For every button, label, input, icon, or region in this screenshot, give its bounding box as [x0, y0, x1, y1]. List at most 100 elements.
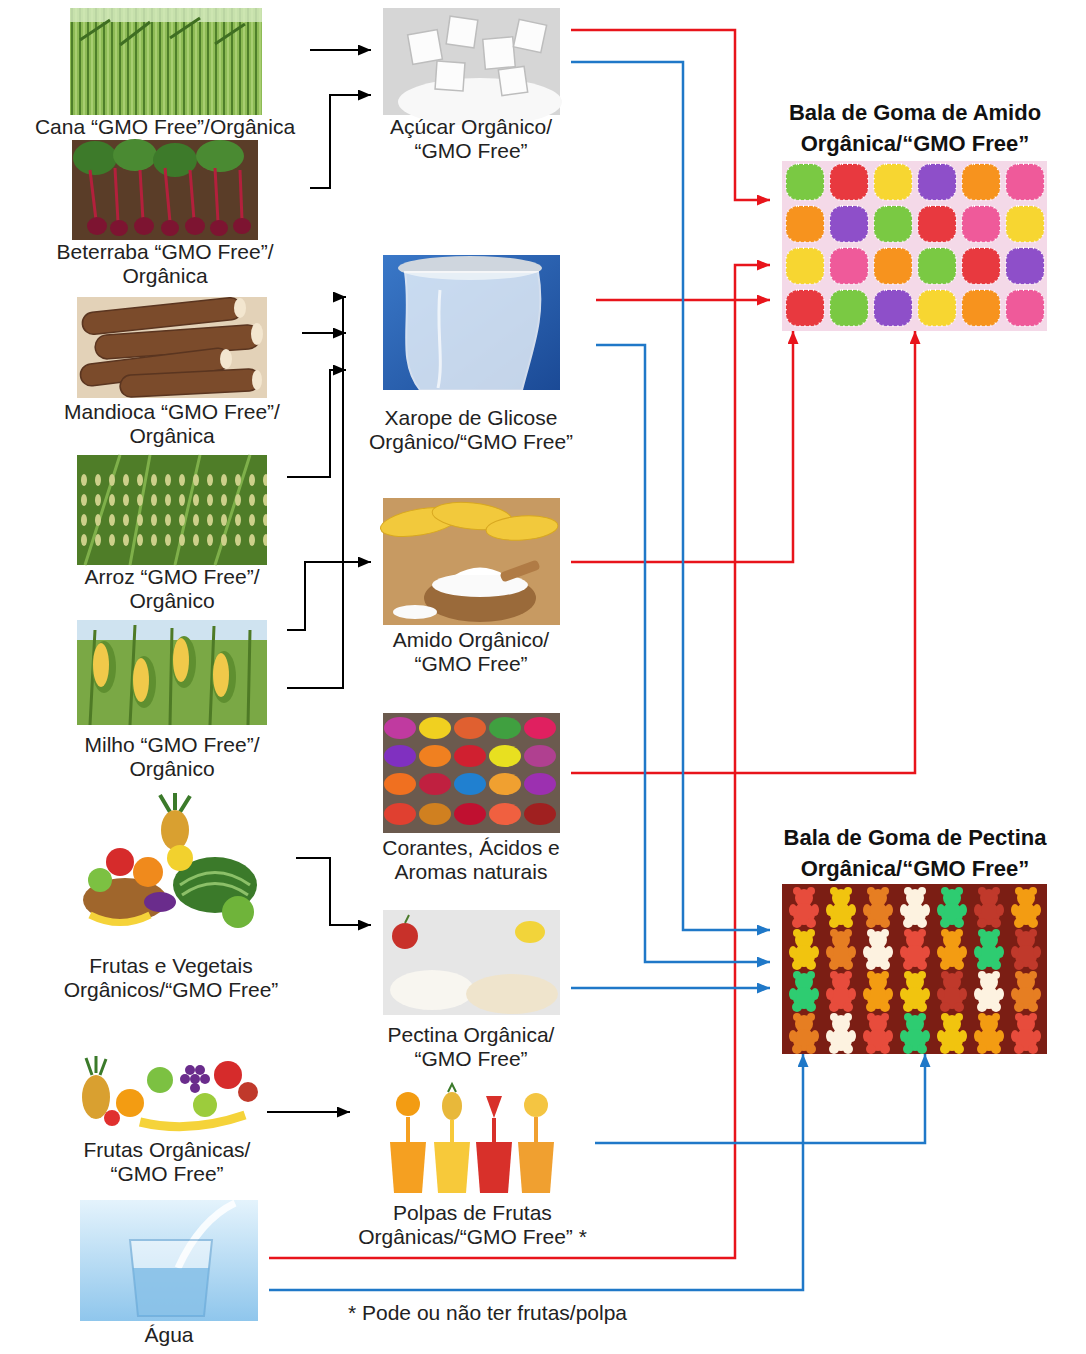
- illustration-part: [390, 1142, 426, 1193]
- illustration-part: [140, 170, 143, 220]
- beet-picture: [72, 139, 258, 240]
- illustration-part: [133, 857, 163, 887]
- ingredient-panel: Frutas Orgânicas/ “GMO Free”: [67, 1055, 267, 1186]
- illustration-part: [140, 1115, 245, 1127]
- ingredient-caption: Pectina Orgânica/ “GMO Free”: [371, 1023, 571, 1071]
- picture-area: [67, 1055, 267, 1138]
- illustration-part: [786, 290, 824, 326]
- fruit-juices-picture: [390, 1084, 554, 1193]
- illustration-part: [384, 717, 416, 739]
- illustration-part: [383, 255, 560, 390]
- illustration-part: [212, 651, 236, 703]
- illustration-part: [446, 16, 478, 48]
- illustration-part: [240, 170, 242, 220]
- illustration-part: [782, 884, 1047, 1054]
- illustration-part: [524, 745, 556, 767]
- illustration-part: [383, 713, 560, 833]
- illustration-part: [1011, 1013, 1041, 1054]
- ingredient-panel: Açúcar Orgânico/ “GMO Free”: [371, 8, 571, 163]
- picture-area: [770, 884, 1060, 1054]
- illustration-part: [454, 803, 486, 825]
- illustration-part: [90, 170, 96, 220]
- illustration-part: [110, 220, 128, 236]
- flow-arrow: [267, 1111, 350, 1113]
- illustration-part: [90, 168, 242, 222]
- flow-arrow: [287, 370, 346, 477]
- ingredient-panel: Pectina Orgânica/ “GMO Free”: [371, 910, 571, 1071]
- flow-arrow: [287, 562, 371, 630]
- illustration-part: [918, 290, 956, 326]
- picture-area: [371, 713, 571, 836]
- ingredient-caption: Mandioca “GMO Free”/ Orgânica: [42, 400, 302, 448]
- illustration-part: [72, 140, 258, 240]
- flow-arrow: [595, 1054, 925, 1143]
- illustration-part: [73, 141, 117, 175]
- illustration-part: [378, 499, 558, 543]
- illustration-part: [442, 1092, 462, 1120]
- ingredient-caption: Polpas de Frutas Orgânicas/“GMO Free” *: [350, 1201, 595, 1249]
- flow-arrow: [596, 345, 770, 962]
- picture-area: [46, 793, 296, 954]
- illustration-part: [1006, 164, 1044, 200]
- illustration-part: [826, 971, 856, 1012]
- illustration-part: [82, 1075, 110, 1119]
- picture-area: [42, 297, 302, 400]
- illustration-part: [438, 290, 440, 388]
- illustration-part: [393, 605, 437, 619]
- illustration-part: [937, 971, 967, 1012]
- picture-area: [20, 8, 310, 115]
- illustration-part: [90, 915, 150, 923]
- picture-area: [346, 255, 596, 406]
- fruits-picture: [82, 1056, 258, 1127]
- illustration-part: [252, 370, 262, 390]
- illustration-part: [408, 30, 443, 65]
- illustration-part: [789, 1013, 819, 1054]
- illustration-part: [826, 887, 856, 928]
- illustration-part: [435, 61, 465, 91]
- ingredient-caption: Frutas e Vegetais Orgânicos/“GMO Free”: [46, 954, 296, 1002]
- illustration-part: [483, 37, 516, 70]
- illustration-part: [454, 773, 486, 795]
- illustration-part: [144, 892, 176, 912]
- illustration-part: [937, 1013, 967, 1054]
- ingredient-caption: Xarope de Glicose Orgânico/“GMO Free”: [346, 406, 596, 454]
- illustration-part: [116, 1089, 144, 1117]
- illustration-part: [962, 248, 1000, 284]
- illustration-part: [498, 66, 527, 95]
- ingredient-panel: Mandioca “GMO Free”/ Orgânica: [42, 297, 302, 448]
- illustration-part: [485, 514, 558, 543]
- illustration-part: [782, 161, 1047, 331]
- picture-area: [371, 910, 571, 1023]
- illustration-part: [863, 887, 893, 928]
- illustration-part: [419, 803, 451, 825]
- illustration-part: [874, 206, 912, 242]
- illustration-part: [130, 1240, 212, 1316]
- illustration-part: [434, 1142, 470, 1193]
- illustration-part: [918, 206, 956, 242]
- ingredient-caption: Açúcar Orgânico/ “GMO Free”: [371, 115, 571, 163]
- illustration-part: [518, 1142, 554, 1193]
- picture-area: [69, 1200, 269, 1323]
- picture-area: [770, 159, 1060, 331]
- illustration-part: [180, 1065, 210, 1093]
- illustration-part: [830, 248, 868, 284]
- illustration-part: [900, 1013, 930, 1054]
- illustration-part: [133, 658, 149, 702]
- illustration-part: [133, 1268, 209, 1316]
- ingredient-panel: Milho “GMO Free”/ Orgânico: [57, 620, 287, 781]
- illustration-part: [147, 1067, 173, 1093]
- illustration-part: [392, 923, 418, 949]
- illustration-part: [1006, 206, 1044, 242]
- illustration-part: [962, 206, 1000, 242]
- picture-area: [57, 620, 287, 733]
- illustration-part: [455, 568, 505, 576]
- illustration-part: [476, 1142, 512, 1193]
- illustration-part: [406, 1117, 410, 1142]
- illustration-part: [196, 140, 244, 172]
- illustration-part: [786, 206, 824, 242]
- illustration-part: [499, 559, 540, 582]
- illustration-part: [93, 638, 229, 702]
- illustration-part: [396, 1092, 420, 1116]
- colour-powders-picture: [383, 713, 560, 833]
